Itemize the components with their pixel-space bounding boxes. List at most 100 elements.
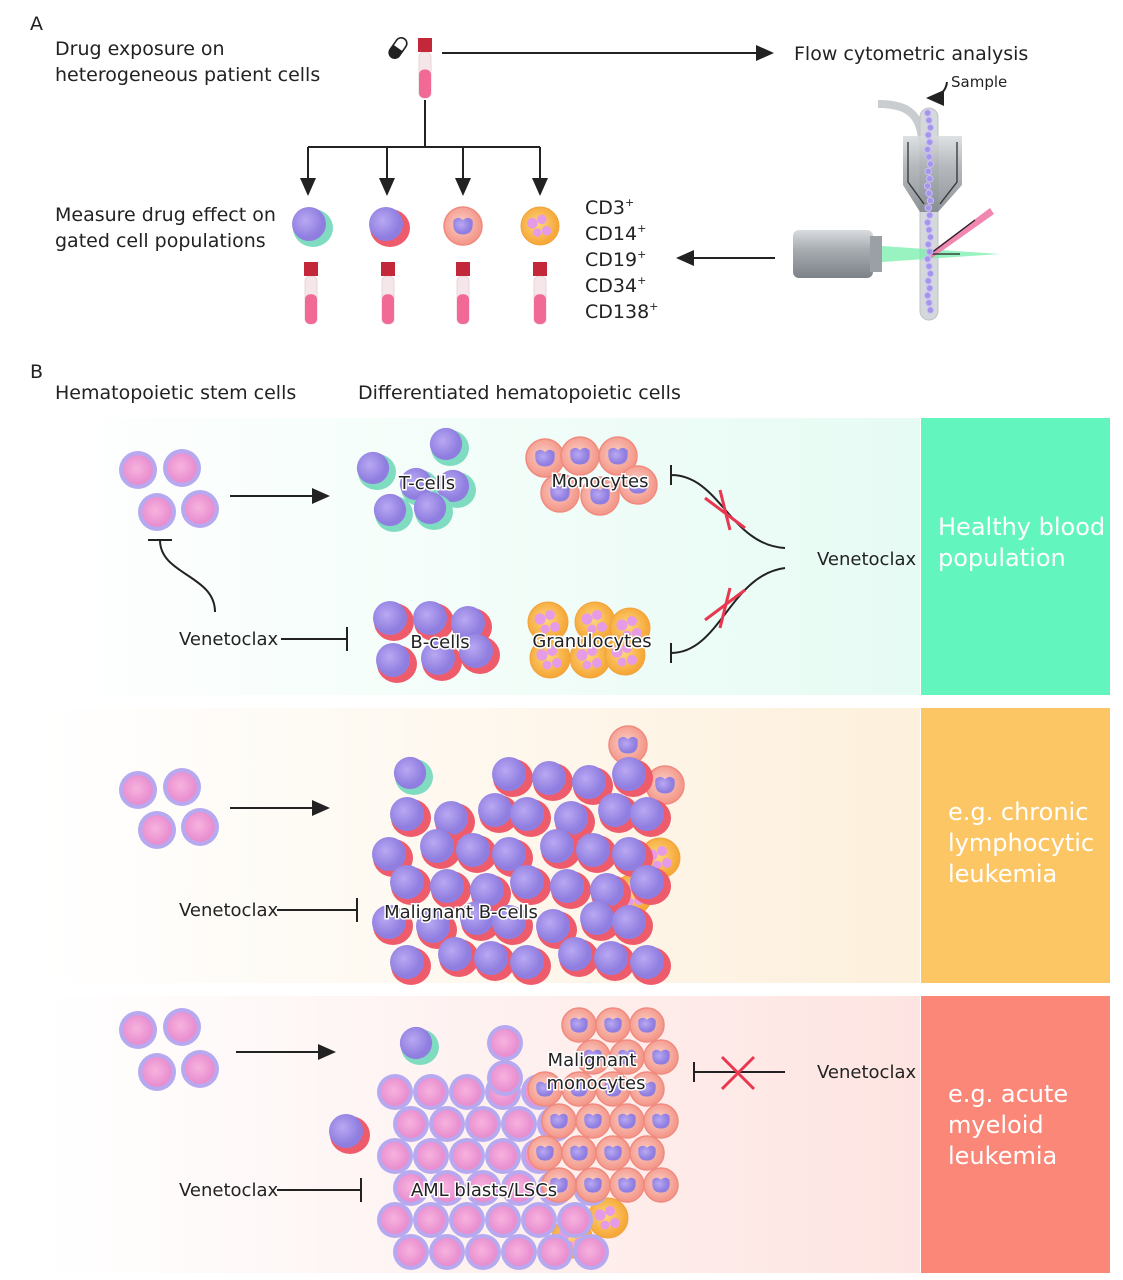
stem-cell [521,1202,557,1238]
monocyte [609,1103,645,1139]
monocyte [629,1007,665,1043]
granulocyte [529,637,571,679]
stem-cell [429,1170,465,1206]
stem-cell [393,1170,429,1206]
monocyte [595,1135,631,1171]
stem-cell [501,1170,537,1206]
t-cell [436,469,476,509]
stem-cell [138,1053,176,1091]
sample-label: Sample [951,73,1007,91]
b-cell [420,829,461,869]
monocyte [575,1039,611,1075]
branch-arrows [300,147,548,196]
marker-list: CD3+CD14+CD19+CD34+CD138+ [585,196,658,323]
aml-blasts-label: AML blasts/LSCs [411,1180,557,1201]
t-cell [399,1026,439,1066]
monocyte [561,1007,597,1043]
stem-cell [501,1106,537,1142]
b-cell [580,901,621,941]
aml-box-line2: myeloid [948,1111,1044,1139]
monocyte [527,1071,563,1107]
monocyte [645,765,685,805]
stem-cell [181,808,219,846]
marker-label: CD138+ [585,300,658,323]
monocyte [643,1103,679,1139]
b-cell [372,905,413,945]
monocyte [598,436,638,476]
b-cell [630,945,671,985]
b-cell [492,757,533,797]
branch-lines [308,100,540,148]
granulocytes-label: Granulocytes [532,631,651,652]
measure-line2: gated cell populations [55,230,266,252]
b-cell [459,634,500,674]
monocyte [595,1007,631,1043]
monocyte [575,1167,611,1203]
b-cell [474,941,515,981]
granulocyte [569,637,611,679]
t-cell [373,493,413,533]
malignant-monocytes-line2: monocytes [546,1073,645,1094]
b-cell [576,833,617,873]
stem-cell [537,1234,573,1270]
stem-cell [465,1234,501,1270]
stem-cell [377,1138,413,1174]
monocyte [525,438,565,478]
panel-a-letter: A [30,13,43,35]
monocyte [443,206,483,246]
monocyte [560,436,600,476]
monocyte [541,1103,577,1139]
stem-cell [377,1074,413,1110]
venetoclax-label-healthy-left: Venetoclax [179,629,278,650]
healthy-box-line2: population [938,544,1066,572]
granulocyte [587,1197,629,1239]
t-cell [356,451,396,491]
b-cell [478,793,519,833]
b-cell [612,905,653,945]
granulocyte [520,206,560,246]
stem-cell [119,1011,157,1049]
venetoclax-label-healthy-right: Venetoclax [817,549,916,570]
marker-label: CD14+ [585,222,646,245]
stem-cell [413,1202,449,1238]
monocyte [595,1071,631,1107]
blood-tube-icon [456,262,470,325]
monocyte [609,1167,645,1203]
t-cell [429,427,469,467]
stem-cell [413,1138,449,1174]
monocyte [541,1167,577,1203]
monocyte [561,1071,597,1107]
b-cell [492,905,533,945]
marker-label: CD34+ [585,274,646,297]
b-cell [460,901,501,941]
b-cell [572,765,613,805]
granulocyte [604,634,646,676]
stem-cell [138,493,176,531]
malignant-monocytes-line1: Malignant [548,1050,637,1071]
b-cell [329,1114,370,1154]
b-cell [373,601,414,641]
granulocyte [527,601,569,643]
panel-b-connectors [148,465,786,1202]
b-cell [413,601,454,641]
healthy-label-box [921,418,1110,695]
stem-cell [119,451,157,489]
sample-arrow [926,81,948,106]
stem-cell [501,1234,537,1270]
col-stem-title: Hematopoietic stem cells [55,382,296,404]
blood-tube-icon [381,262,395,325]
stem-cell [429,1234,465,1270]
blood-tube-icon [533,262,547,325]
inhibition-cross-icon [704,489,756,1091]
stem-cell [557,1202,593,1238]
b-cell [390,797,431,837]
b-cell [598,793,639,833]
b-cell [421,641,462,681]
t-cell [292,207,333,247]
stem-cell [429,1106,465,1142]
stem-cell [163,1008,201,1046]
monocyte [561,1135,597,1171]
monocyte [575,1103,611,1139]
monocyte [629,1071,665,1107]
b-cell [434,801,475,841]
